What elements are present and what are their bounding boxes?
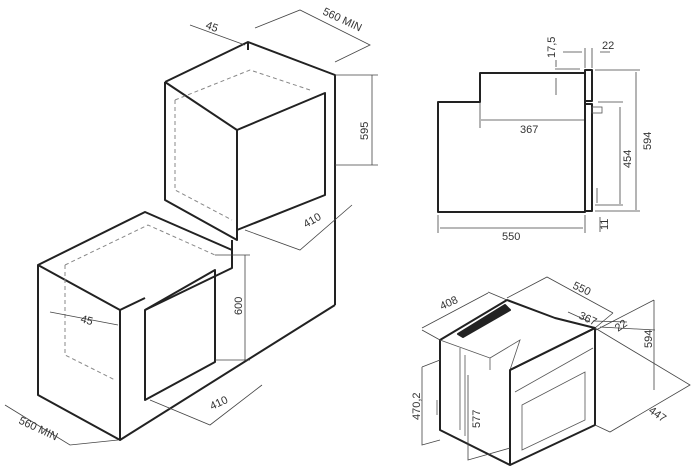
label-bottom-gap: 11 [599, 219, 611, 230]
label-iso-body-height: 577 [471, 410, 483, 428]
label-lower-width: 560 MIN [17, 415, 60, 443]
left-dimensions [4, 9, 378, 446]
label-lower-height: 600 [233, 297, 245, 315]
side-view [437, 48, 640, 233]
label-door-thickness: 22 [602, 40, 614, 52]
iso-dimensions [421, 276, 691, 461]
label-lower-depth: 410 [208, 394, 230, 413]
label-lower-offset: 45 [79, 313, 94, 328]
label-upper-depth: 410 [302, 211, 324, 231]
label-upper-height: 595 [359, 122, 371, 140]
iso-view [436, 299, 596, 466]
upper-cabinet [164, 41, 336, 305]
label-iso-door: 22 [613, 318, 630, 335]
label-front-height: 454 [622, 150, 634, 168]
label-total-height: 594 [642, 132, 654, 150]
label-iso-front-width: 447 [646, 405, 668, 425]
lower-cabinet [37, 211, 336, 441]
label-upper-offset: 45 [204, 20, 220, 35]
label-upper-width: 560 MIN [321, 6, 364, 34]
label-iso-height: 594 [643, 330, 655, 348]
label-iso-side-height: 470,2 [411, 392, 423, 420]
label-total-depth: 550 [502, 231, 520, 243]
label-iso-upper-depth: 367 [577, 310, 599, 329]
label-body-depth: 367 [520, 124, 538, 136]
label-iso-depth: 550 [571, 280, 593, 299]
label-top-gap: 17,5 [546, 37, 558, 58]
